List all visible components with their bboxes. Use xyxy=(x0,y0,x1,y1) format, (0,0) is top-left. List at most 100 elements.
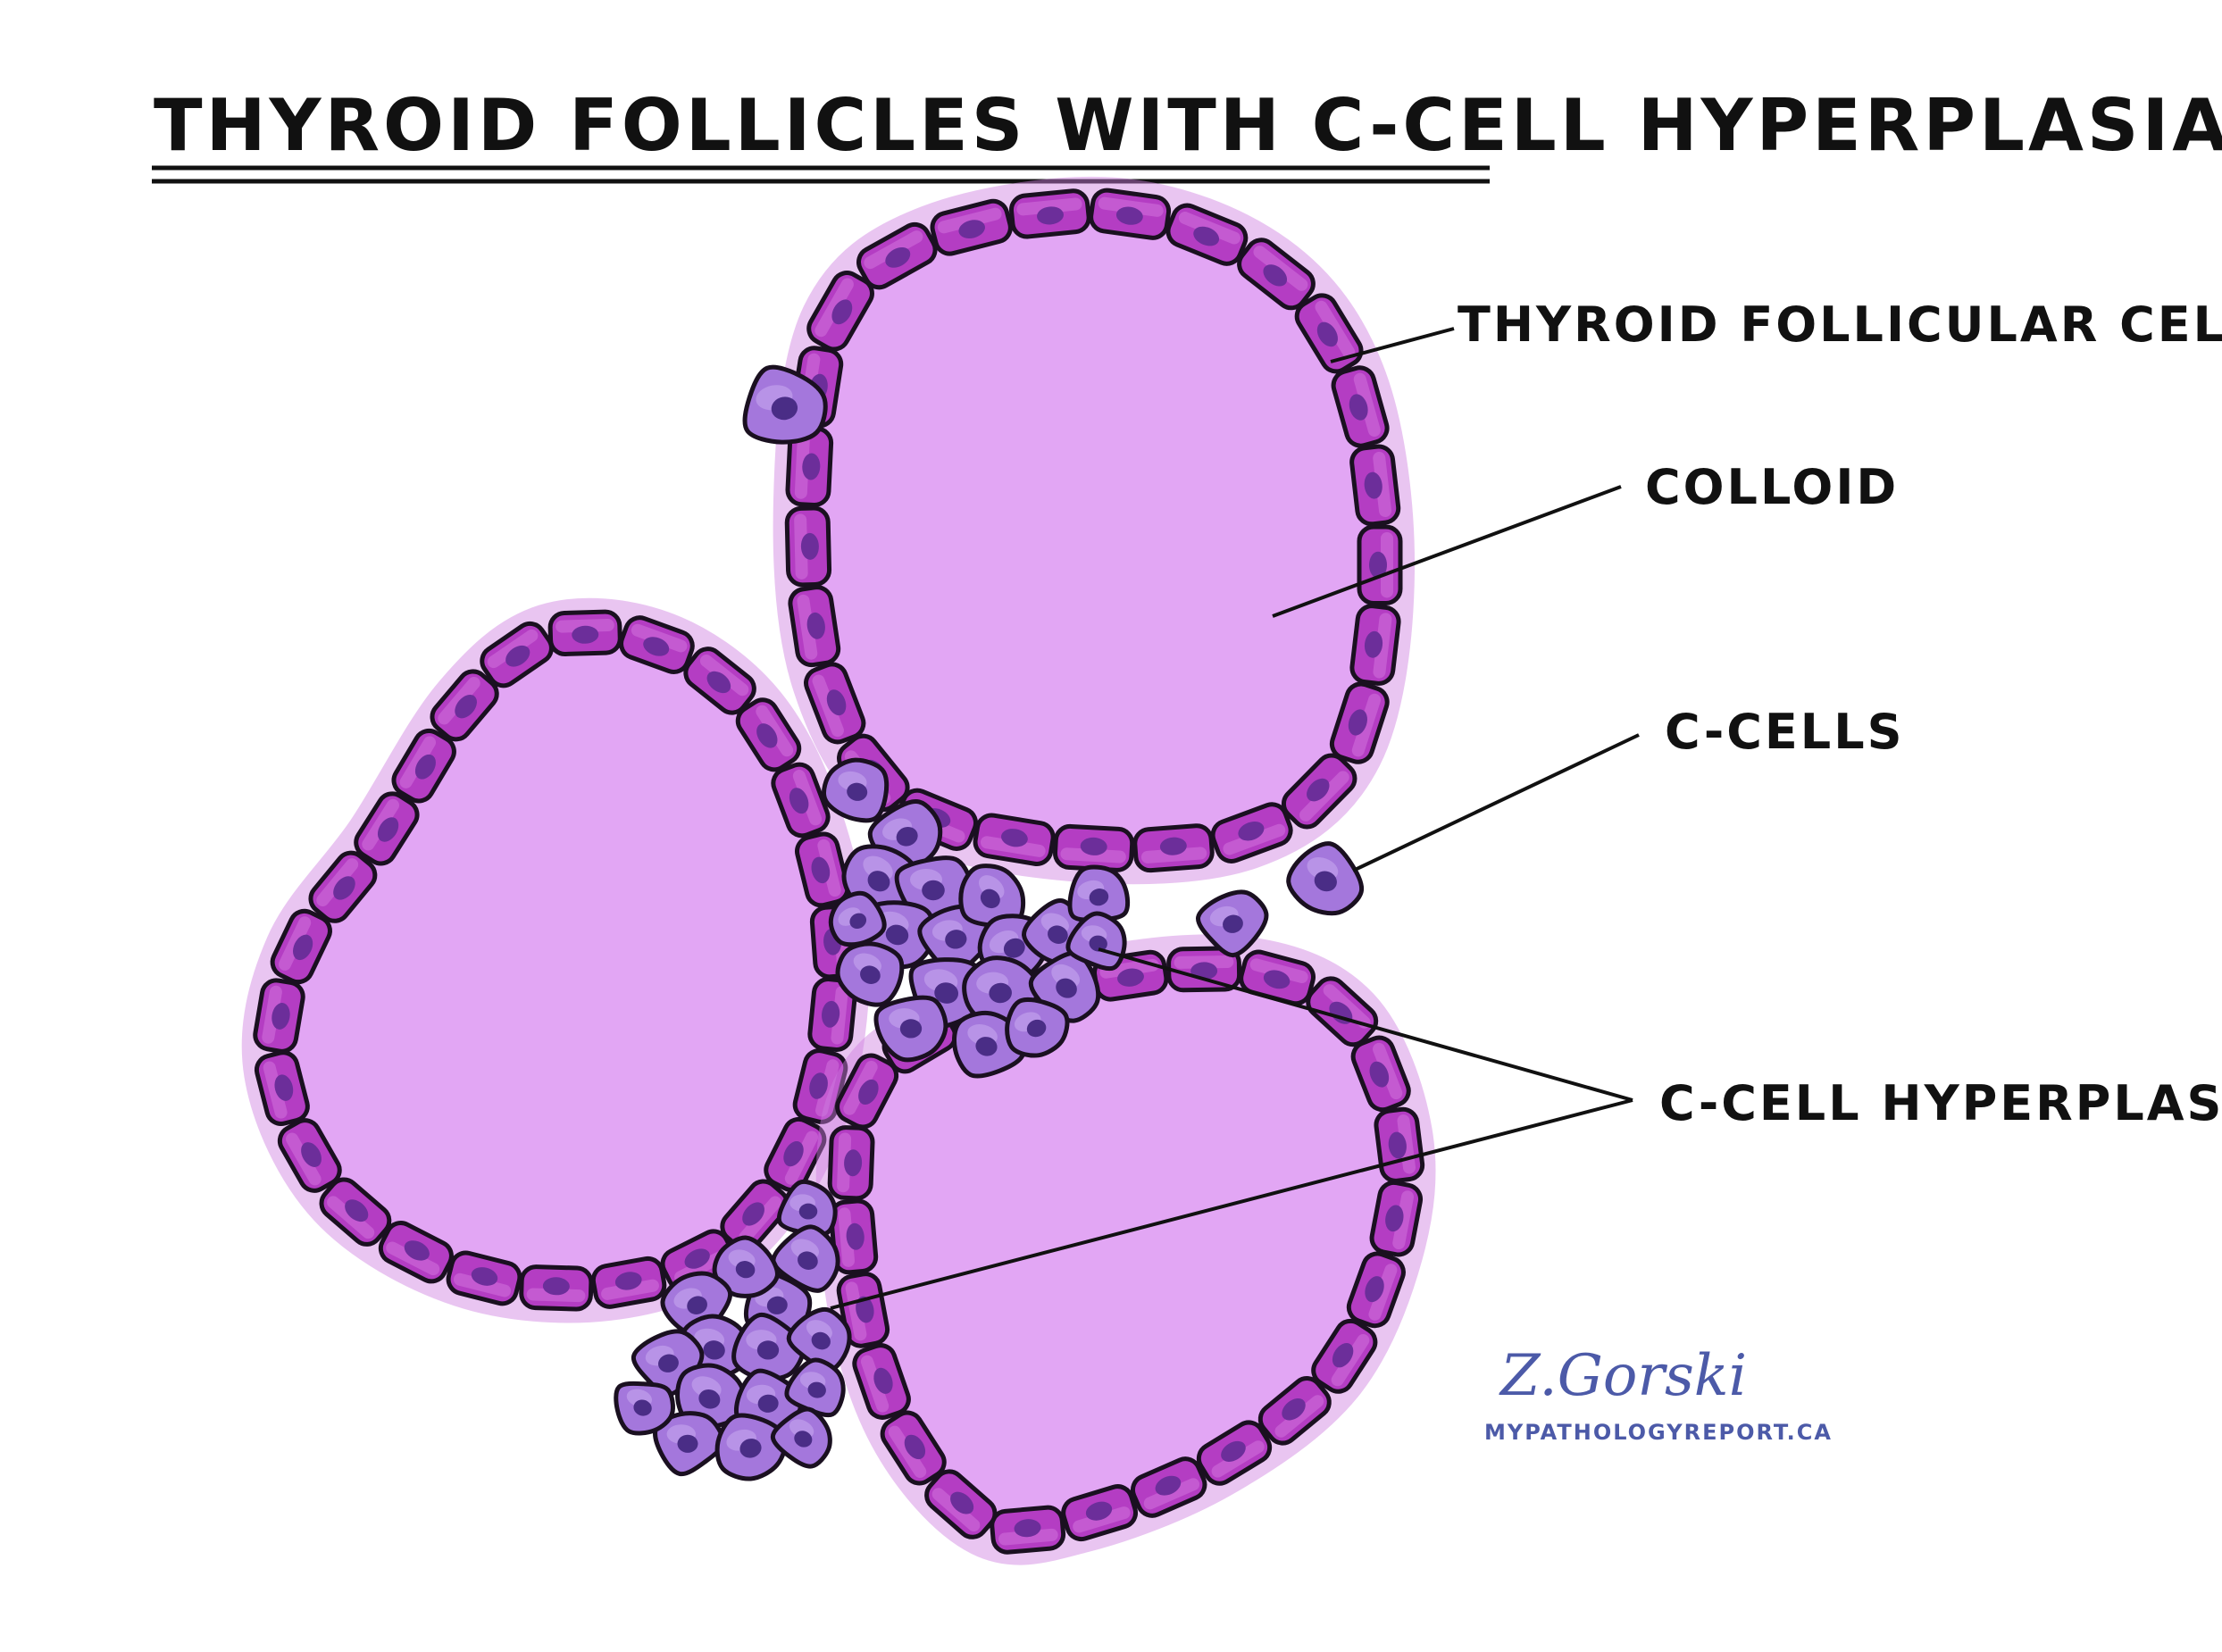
hyperplastic-c-cell xyxy=(776,1179,838,1237)
follicular-cell xyxy=(590,1256,667,1309)
follicular-cell xyxy=(930,198,1013,256)
follicular-cell xyxy=(806,271,874,352)
hyperplastic-c-cell xyxy=(771,1224,840,1293)
follicle-top-right xyxy=(773,176,1416,885)
follicular-cell xyxy=(973,813,1056,866)
follicular-cell xyxy=(480,621,554,688)
label-c-cell-hyperplasia: C-CELL HYPERPLASIA xyxy=(1659,1075,2222,1131)
leader-colloid xyxy=(1272,485,1622,618)
hyperplastic-c-cell xyxy=(1005,997,1070,1058)
follicular-cell xyxy=(253,978,305,1054)
follicular-cell xyxy=(880,1410,947,1486)
hyperplastic-c-cell xyxy=(873,995,948,1063)
follicular-cell xyxy=(1349,444,1401,527)
follicular-cell xyxy=(1294,293,1364,374)
follicular-cell xyxy=(784,505,832,588)
hyperplastic-c-cell xyxy=(835,941,905,1007)
colloid xyxy=(850,969,1401,1531)
hyperplastic-c-cell xyxy=(712,1235,780,1298)
hyperplastic-c-cell xyxy=(1065,911,1127,972)
follicular-cell xyxy=(764,1116,827,1193)
follicular-cell xyxy=(378,1221,454,1284)
hyperplastic-c-cell xyxy=(653,1411,725,1477)
c-cell xyxy=(742,364,828,445)
follicular-cell xyxy=(924,1469,998,1539)
follicular-cell xyxy=(619,615,695,674)
hyperplastic-c-cell xyxy=(714,1413,789,1481)
follicular-cell xyxy=(827,1125,875,1201)
follicular-cell xyxy=(270,908,332,985)
leader-follicular-cells xyxy=(1330,327,1455,363)
follicular-cell xyxy=(319,1177,392,1247)
follicular-cell xyxy=(354,791,420,866)
hyperplastic-c-cell xyxy=(828,890,887,947)
leader-lines xyxy=(830,327,1640,1310)
follicular-cell xyxy=(683,647,756,715)
c-cell xyxy=(1196,889,1269,958)
leader-hyperplasia-lower xyxy=(830,1098,1633,1310)
follicular-cell xyxy=(1369,1180,1424,1257)
follicular-cell xyxy=(829,1198,879,1275)
leader-hyperplasia-upper xyxy=(1098,947,1633,1102)
follicular-cell xyxy=(1346,1251,1406,1329)
follicular-cell xyxy=(1357,524,1403,605)
follicular-cell xyxy=(1132,823,1215,873)
hyperplastic-c-cell xyxy=(731,1312,806,1381)
c-cells-group xyxy=(614,364,1365,1481)
follicular-cell xyxy=(519,1264,594,1312)
leader-c-cells xyxy=(1352,733,1640,872)
label-colloid: COLLOID xyxy=(1645,459,1899,515)
hyperplastic-c-cell xyxy=(770,1406,832,1469)
follicular-cell xyxy=(1061,1484,1139,1542)
follicular-cell xyxy=(1165,203,1249,266)
follicular-cell xyxy=(788,585,841,668)
hyperplastic-c-cell xyxy=(614,1381,675,1436)
follicular-cell xyxy=(308,850,378,923)
hyperplastic-c-cell xyxy=(822,757,890,823)
follicular-cell xyxy=(785,425,834,507)
follicular-cell xyxy=(835,1053,899,1130)
follicular-cell xyxy=(1130,1456,1207,1518)
follicular-cell xyxy=(1306,976,1379,1047)
follicular-cell xyxy=(1196,1420,1273,1486)
follicle-left xyxy=(241,597,870,1323)
colloid xyxy=(807,211,1381,850)
follicular-cell xyxy=(795,831,850,908)
follicular-cell xyxy=(1052,823,1135,872)
label-c-cells: C-CELLS xyxy=(1665,704,1905,760)
follicular-cell xyxy=(1331,365,1390,448)
follicular-cell xyxy=(836,1272,890,1348)
follicular-cell xyxy=(547,609,622,656)
follicular-cell xyxy=(254,1050,310,1126)
follicular-cell xyxy=(990,1505,1066,1555)
follicular-cell xyxy=(1008,188,1091,239)
follicular-cell xyxy=(1257,1376,1332,1446)
signature-name: Z.Gorski xyxy=(1499,1343,1747,1409)
follicular-cell xyxy=(1089,188,1172,240)
follicular-cell xyxy=(1350,1035,1411,1113)
follicular-cell xyxy=(807,977,857,1052)
follicular-cell xyxy=(1210,802,1293,864)
follicular-cell xyxy=(1329,681,1390,764)
follicular-cell xyxy=(852,1343,911,1420)
signature-website: MYPATHOLOGYREPORT.CA xyxy=(1484,1420,1833,1445)
follicular-cell xyxy=(1239,949,1316,1006)
hyperplastic-c-cell xyxy=(958,864,1026,928)
follicular-cell xyxy=(735,697,802,772)
c-cell xyxy=(1286,841,1365,916)
follicular-cell xyxy=(430,669,499,742)
follicular-cell xyxy=(277,1118,342,1193)
follicular-cell xyxy=(1311,1318,1378,1394)
hyperplastic-c-cell xyxy=(784,1357,846,1418)
diagram-title: THYROID FOLLICLES WITH C-CELL HYPERPLASI… xyxy=(154,84,2222,167)
follicular-cell xyxy=(446,1250,522,1306)
follicular-cell xyxy=(1237,238,1316,311)
follicular-cell xyxy=(856,221,938,290)
follicular-cell xyxy=(771,762,831,839)
follicular-cell xyxy=(792,1048,848,1124)
follicular-cell xyxy=(391,728,456,804)
follicular-cell xyxy=(804,662,866,745)
label-follicular-cells: THYROID FOLLICULAR CELLS xyxy=(1458,296,2222,353)
